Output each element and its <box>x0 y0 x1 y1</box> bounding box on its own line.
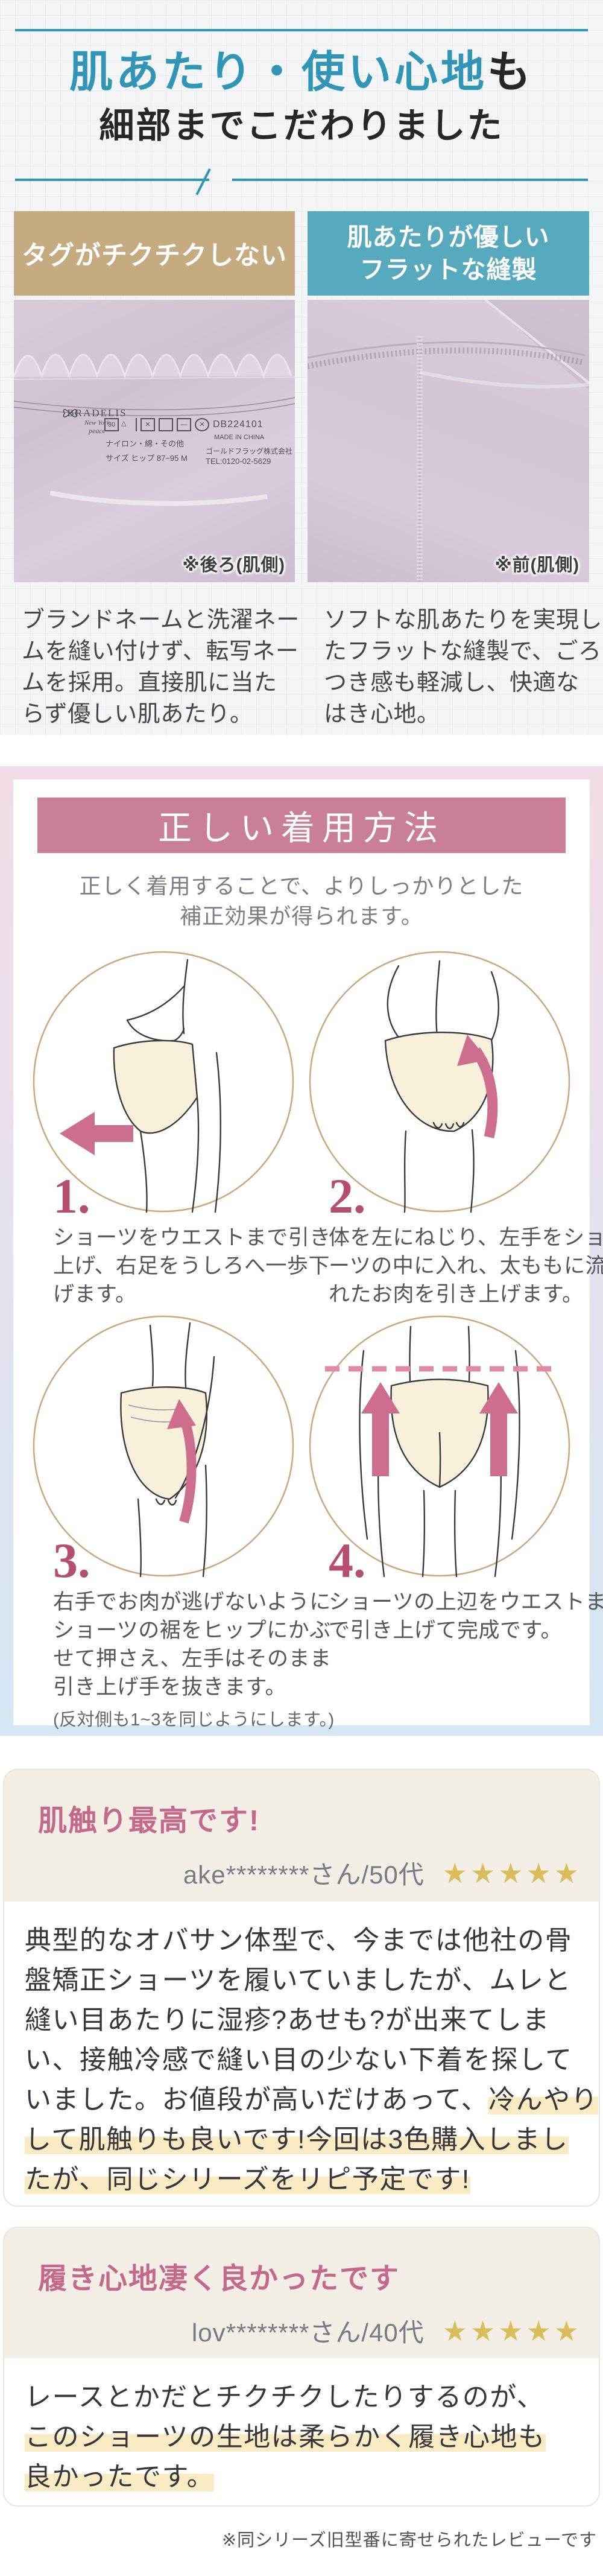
step-2-number: 2. <box>329 1169 366 1223</box>
reviews-footer-note: ※同シリーズ旧型番に寄せられたレビューです <box>221 2531 597 2550</box>
feature-label-seam: 肌あたりが優しいフラットな縫製 <box>308 211 589 296</box>
step-3-caption: 右手でお肉が逃げないように ショーツの裾をヒップにかぶ せて押さえ、左手はそのま… <box>53 1588 335 1734</box>
arrow-left-icon <box>60 1112 133 1155</box>
divider-top <box>15 29 588 31</box>
divider-bottom-right <box>232 179 588 181</box>
size-text: サイズ ヒップ 87~95 M <box>106 454 188 463</box>
brand-city: New York <box>84 419 110 427</box>
material-text: ナイロン・綿・その他 <box>106 439 185 448</box>
divider-bottom-left <box>15 179 209 181</box>
step-2-caption: 体を左にねじり、左手をショ ーツの中に入れ、太ももに流 れたお肉を引き上げます。 <box>329 1226 603 1306</box>
star-rating: ★★★★★ <box>442 2315 582 2347</box>
feature-desc-tag: ブランドネームと洗濯ネー ムを縫い付けず、転写ネー ムを採用。直接肌に当た らず… <box>22 608 300 727</box>
divider-slash-accent <box>195 168 211 195</box>
feature-label-tag: タグがチクチクしない <box>14 211 295 296</box>
step-4-caption: ショーツの上辺をウエストま で引き上げて完成です。 <box>329 1590 603 1642</box>
review-card-2: 履き心地凄く良かったです lov********さん/40代 ★★★★★ レース… <box>3 2227 600 2507</box>
review-2-title: 履き心地凄く良かったです <box>38 2263 400 2295</box>
review-2-header: 履き心地凄く良かったです lov********さん/40代 ★★★★★ <box>4 2228 599 2358</box>
review-1-title: 肌触り最高です! <box>38 1805 260 1837</box>
product-code: DB224101 <box>213 419 264 430</box>
how-to-wear-banner: 正しい着用方法 <box>37 798 566 853</box>
photo-caption-back: ※後ろ(肌側) <box>182 556 285 575</box>
feature-desc-seam: ソフトな肌あたりを実現し たフラットな縫製で、ごろ つき感も軽減し、快適な はき… <box>324 608 603 727</box>
step-3-note: (反対側も1~3を同じようにします。) <box>53 1710 335 1730</box>
brand-logo-block: BRADELIS New York peace <box>61 406 133 436</box>
feature-label-tag-text: タグがチクチクしない <box>22 242 287 270</box>
step-3-number: 3. <box>53 1533 90 1588</box>
feature-section: 肌あたり・使い心地も 細部までこだわりました タグがチクチクしない 肌あたりが優… <box>0 0 603 735</box>
review-1-body: 典型的なオバサン体型で、今までは他社の骨 盤矯正ショーツを履いていましたが、ムレ… <box>25 1926 599 2194</box>
origin-text: MADE IN CHINA <box>214 434 265 441</box>
page-title: 肌あたり・使い心地も <box>0 51 603 94</box>
lace-and-seam-art <box>14 354 295 506</box>
step-4-number: 4. <box>329 1533 366 1588</box>
wash-icon: 30 <box>104 418 119 431</box>
no-dryclean-icon: ✕ <box>195 418 209 431</box>
photo-front-inside: ※前(肌側) <box>308 300 589 582</box>
flat-dry-icon: — <box>177 418 191 431</box>
brand-logo-icon <box>63 409 77 417</box>
review-1-reviewer: ake********さん/50代 <box>183 1861 425 1889</box>
arrow-up-icon <box>361 1382 400 1476</box>
how-to-wear-section: 正しい着用方法 正しく着用することで、よりしっかりとした 補正効果が得られます。 <box>0 766 603 1736</box>
review-card-1: 肌触り最高です! ake********さん/50代 ★★★★★ 典型的なオバサ… <box>3 1769 600 2207</box>
tel-text: TEL:0120-02-5629 <box>206 457 271 466</box>
how-to-wear-card: 正しい着用方法 正しく着用することで、よりしっかりとした 補正効果が得られます。 <box>13 779 603 1730</box>
step-1-illustration <box>33 951 294 1213</box>
step-2-illustration <box>309 951 570 1213</box>
page-title-accent: 肌あたり・使い心地 <box>69 48 487 97</box>
step-1-number: 1. <box>53 1169 90 1223</box>
review-2-body: レースとかだとチクチクしたりするのが、 このショーツの生地は柔らかく履き心地も … <box>25 2382 546 2492</box>
page-title-line2: 細部までこだわりました <box>99 106 504 145</box>
review-2-reviewer: lov********さん/40代 <box>191 2318 425 2347</box>
care-symbols: 30 △ ✕ — ✕ <box>104 418 209 431</box>
feature-label-seam-text: 肌あたりが優しいフラットな縫製 <box>347 223 550 284</box>
review-2-meta: lov********さん/40代 ★★★★★ <box>192 2312 582 2349</box>
how-to-wear-subtitle: 正しく着用することで、よりしっかりとした 補正効果が得られます。 <box>79 874 524 928</box>
dry-icon: ✕ <box>140 418 155 431</box>
company-text: ゴールドフラッグ株式会社 <box>206 447 293 455</box>
step-1-caption: ショーツをウエストまで引き 上げ、右足をうしろへ一歩下 げます。 <box>53 1226 331 1306</box>
arrow-up-icon <box>479 1382 518 1476</box>
step-4-illustration <box>309 1315 570 1578</box>
step-3-illustration <box>33 1315 294 1578</box>
photo-caption-front: ※前(肌側) <box>494 556 579 575</box>
review-1-header: 肌触り最高です! ake********さん/50代 ★★★★★ <box>4 1770 599 1902</box>
brand-name: BRADELIS <box>67 407 127 419</box>
brand-line: peace <box>89 427 106 435</box>
iron-icon <box>159 418 173 431</box>
star-rating: ★★★★★ <box>442 1857 582 1889</box>
bleach-icon: △ <box>121 418 137 431</box>
review-1-meta: ake********さん/50代 ★★★★★ <box>183 1854 582 1891</box>
flat-seam-art <box>308 300 589 582</box>
photo-back-inside: BRADELIS New York peace 30 △ ✕ — ✕ DB224… <box>14 300 295 582</box>
page-title-suffix: も <box>487 48 534 97</box>
reviews-section: 肌触り最高です! ake********さん/50代 ★★★★★ 典型的なオバサ… <box>0 1736 603 2576</box>
